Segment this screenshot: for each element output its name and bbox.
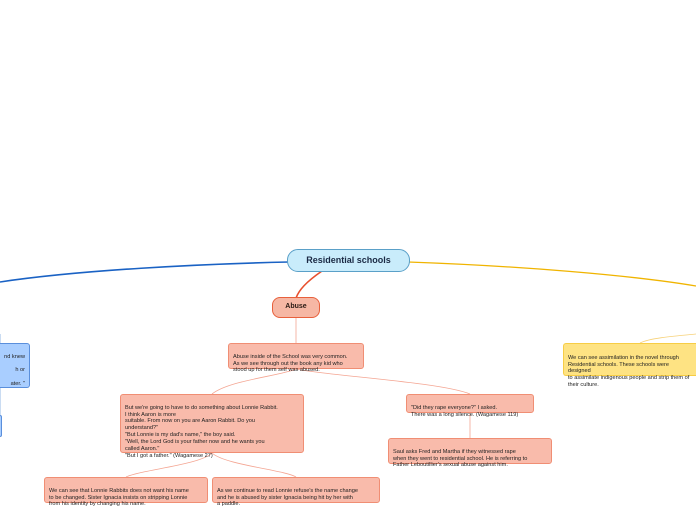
abuse-intro-node[interactable]: Abuse inside of the School was very comm… bbox=[228, 343, 364, 373]
link-root-abuse bbox=[295, 270, 323, 299]
root-label: Residential schools bbox=[306, 255, 391, 266]
link-name-identity bbox=[125, 452, 213, 478]
left-note-node-2[interactable] bbox=[0, 415, 2, 437]
paddle-note-text: As we continue to read Lonnie refuse's t… bbox=[217, 487, 359, 508]
saul-note-node[interactable]: Saul asks Fred and Martha if they witnes… bbox=[388, 438, 552, 468]
link-intro-quote-rape bbox=[295, 368, 471, 395]
link-intro-quote-name bbox=[211, 368, 297, 395]
quote-name-text: But we're going to have to do something … bbox=[125, 404, 278, 459]
topic-abuse-label: Abuse bbox=[285, 303, 307, 311]
assimilation-note-node[interactable]: We can see assimilation in the novel thr… bbox=[563, 343, 696, 388]
link-root-left bbox=[0, 261, 290, 283]
link-right-assimilation bbox=[639, 333, 696, 344]
abuse-intro-text: Abuse inside of the School was very comm… bbox=[233, 353, 348, 374]
quote-rape-text: "Did they rape everyone?" I asked. There… bbox=[411, 404, 519, 418]
root-node[interactable]: Residential schools bbox=[287, 249, 410, 272]
identity-note-node[interactable]: We can see that Lonnie Rabbits does not … bbox=[44, 477, 208, 507]
assimilation-note-text: We can see assimilation in the novel thr… bbox=[568, 354, 690, 389]
quote-rape-node[interactable]: "Did they rape everyone?" I asked. There… bbox=[406, 394, 534, 418]
link-name-paddle bbox=[211, 452, 297, 478]
paddle-note-node[interactable]: As we continue to read Lonnie refuse's t… bbox=[212, 477, 380, 507]
quote-name-node[interactable]: But we're going to have to do something … bbox=[120, 394, 304, 459]
identity-note-text: We can see that Lonnie Rabbits does not … bbox=[49, 487, 189, 508]
link-root-right bbox=[407, 261, 696, 287]
topic-abuse[interactable]: Abuse bbox=[272, 297, 320, 318]
left-note-node[interactable]: nd knew h or ater. " bbox=[0, 343, 30, 388]
saul-note-text: Saul asks Fred and Martha if they witnes… bbox=[393, 448, 528, 469]
left-note-text: nd knew h or ater. " bbox=[4, 353, 25, 388]
